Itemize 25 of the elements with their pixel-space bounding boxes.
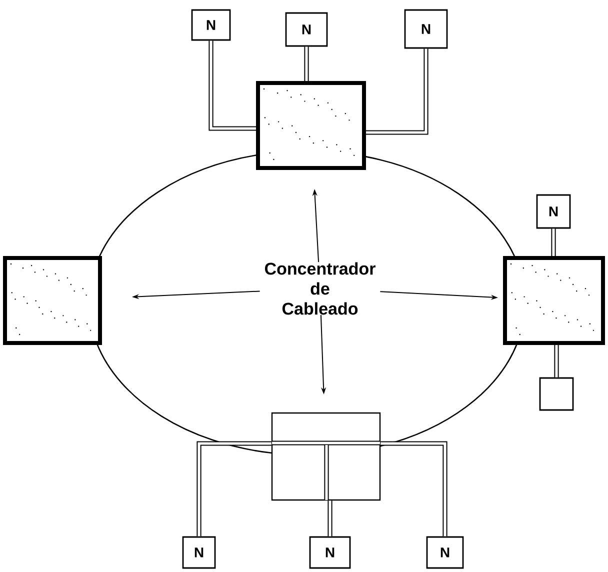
concentrator-box <box>271 412 381 501</box>
concentrator-box <box>256 81 366 170</box>
ring-line <box>98 154 258 258</box>
cable <box>208 40 256 131</box>
cable <box>328 500 332 536</box>
network-node-box <box>539 377 574 411</box>
ring-line <box>364 156 516 258</box>
cable <box>554 345 559 378</box>
cable <box>196 441 272 536</box>
network-node-box: N <box>182 536 216 569</box>
network-node-box: N <box>404 9 448 49</box>
cable <box>380 441 448 536</box>
hub-label: Concentrador de Cableado <box>264 262 376 315</box>
network-node-box: N <box>536 194 571 229</box>
network-node-box: N <box>191 9 231 41</box>
network-node-box: N <box>309 536 351 569</box>
cable <box>366 48 428 135</box>
network-node-box: N <box>426 536 464 569</box>
ring-line <box>96 342 272 454</box>
ring-line <box>380 342 518 447</box>
concentrator-box <box>503 256 605 345</box>
concentrator-box <box>3 256 102 345</box>
cable <box>304 46 309 81</box>
cable <box>551 228 556 256</box>
network-node-box: N <box>285 12 328 47</box>
